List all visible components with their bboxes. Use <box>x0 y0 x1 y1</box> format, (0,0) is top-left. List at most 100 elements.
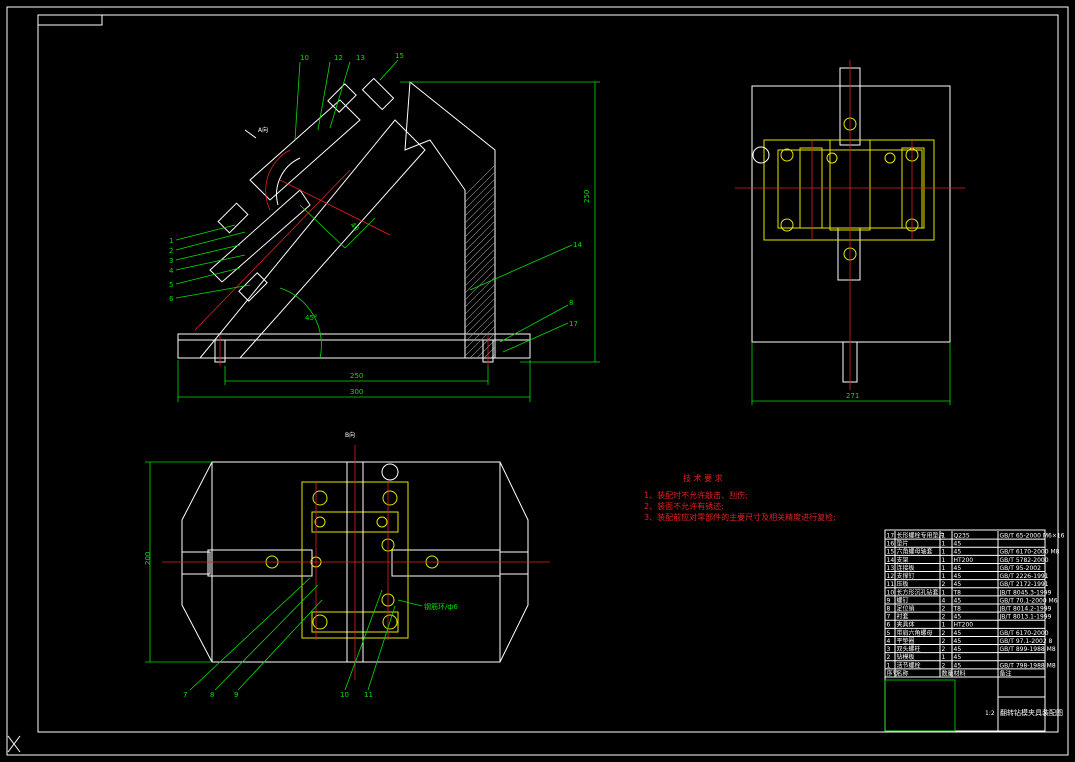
balloon-6: 6 <box>169 295 174 303</box>
bom-cell: 12 <box>887 573 895 580</box>
bom-cell: HT200 <box>954 622 974 629</box>
bom-cell: GB/T 2172-1991 <box>1000 581 1049 588</box>
bom-cell: JB/T 8014.2-1999 <box>999 606 1052 613</box>
bom-cell: 垫片 <box>897 540 909 548</box>
bom-cell: 1 <box>942 573 946 580</box>
bom-cell: 2 <box>942 630 946 637</box>
bom-cell: 备注 <box>1000 669 1012 677</box>
angle-dim: 45° <box>305 314 317 322</box>
support-bracket <box>404 81 496 359</box>
bom-cell: 1 <box>942 549 946 556</box>
bom-cell: GB/T 65-2000 M6×16 <box>1000 533 1065 540</box>
view-b-label: B向 <box>345 431 355 439</box>
bom-cell: 2 <box>942 606 946 613</box>
bom-cell: GB/T 798-1988 M8 <box>1000 662 1056 669</box>
bom-cell: 1 <box>942 622 946 629</box>
bom-cell: 17 <box>887 533 895 540</box>
bom-cell: 45 <box>954 573 962 580</box>
technical-requirements: 技 术 要 求 1、装配时不允许敲击、刮伤; 2、装面不允许有锈迹; 3、装配前… <box>644 473 836 522</box>
bom-cell: 连接板 <box>897 564 915 572</box>
bom-cell: 压板 <box>897 580 909 588</box>
front-inner-width-dim: 250 <box>350 372 363 380</box>
balloon-5: 5 <box>169 281 173 289</box>
bom-cell: 活节螺栓 <box>897 661 921 669</box>
bom-cell: 45 <box>954 654 962 661</box>
bom-cell: 15 <box>887 549 895 556</box>
front-total-width-dim: 300 <box>350 388 363 396</box>
drawing-title: 翻转钻模夹具装配图 <box>1000 708 1063 717</box>
bom-cell: 支撑钉 <box>897 572 915 580</box>
bom-cell: 夹具体 <box>897 621 915 629</box>
bom-cell: 1 <box>942 565 946 572</box>
bom-cell: 2 <box>887 654 891 661</box>
drawing-scale: 1:2 <box>985 710 995 717</box>
tech-line-3: 3、装配前应对零部件的主要尺寸及相关精度进行复检; <box>644 512 836 522</box>
side-view: 271 <box>735 60 965 405</box>
bom-cell: 11 <box>887 581 895 588</box>
bom-cell: 螺钉 <box>897 596 909 604</box>
front-view: 45° 250 300 250 40 A向 <box>169 52 600 402</box>
plan-height-dim: 200 <box>144 552 152 565</box>
bom-cell: HT200 <box>954 557 974 564</box>
bom-cell: 2 <box>942 662 946 669</box>
bom-cell: 序号 <box>887 669 899 677</box>
bom-cell: 钻模板 <box>897 653 915 661</box>
view-a-label: A向 <box>258 126 268 134</box>
plan-view: B向 200 <box>144 431 550 699</box>
tech-line-2: 2、装面不允许有锈迹; <box>644 501 724 511</box>
bom-cell: 双头螺柱 <box>897 645 921 653</box>
bom-cell: 1 <box>942 541 946 548</box>
bom-cell: 1 <box>942 654 946 661</box>
bom-cell: 名称 <box>897 669 909 677</box>
bom-cell: GB/T 2226-1991 <box>1000 573 1049 580</box>
bom-cell: 2 <box>942 638 946 645</box>
balloon-15: 15 <box>395 52 404 60</box>
balloon-2: 2 <box>169 247 173 255</box>
slot-width-dim: 40 <box>349 221 361 233</box>
bom-cell: GB/T 6170-2000 M8 <box>1000 549 1060 556</box>
bom-cell: 16 <box>887 541 895 548</box>
bom-cell: T8 <box>953 606 962 613</box>
bom-cell: 14 <box>887 557 895 564</box>
bom-cell: 45 <box>954 630 962 637</box>
bom-cell: 2 <box>942 614 946 621</box>
bom-cell: 7 <box>887 614 891 621</box>
bom-cell: 数量 <box>942 669 954 677</box>
balloon-8: 8 <box>210 691 214 699</box>
plan-note: 钢筋环/ф6 <box>424 602 458 611</box>
balloon-1: 1 <box>169 237 173 245</box>
balloon-10-plan: 10 <box>340 691 349 699</box>
balloon-3: 3 <box>169 257 173 265</box>
bom-cell: Q235 <box>954 533 970 540</box>
bom-cell: 长方形沉孔钻套 <box>897 588 939 596</box>
bom-cell: GB/T 70.1-2000 M6 <box>1000 597 1058 604</box>
balloon-14: 14 <box>573 241 582 249</box>
bom-cell: 45 <box>954 549 962 556</box>
bom-cell: 支架 <box>897 556 909 564</box>
bom-cell: T8 <box>953 589 962 596</box>
bom-cell: 材料 <box>954 669 966 677</box>
bom-cell: 8 <box>887 606 891 613</box>
bom-cell: GB/T 899-1988 M8 <box>1000 646 1056 653</box>
bom-cell: 4 <box>887 638 891 645</box>
bom-cell: GB/T 5782-2000 <box>1000 557 1049 564</box>
bom-cell: GB/T 95-2002 <box>1000 565 1042 572</box>
drawing-frame <box>37 14 1059 733</box>
balloon-11: 11 <box>364 691 373 699</box>
balloon-10: 10 <box>300 54 309 62</box>
bom-cell: 1 <box>942 533 946 540</box>
balloon-4: 4 <box>169 267 174 275</box>
side-width-dim: 271 <box>846 392 859 400</box>
bom-cell: 1 <box>887 662 891 669</box>
balloon-17: 17 <box>569 320 578 328</box>
bom-cell: 2 <box>942 581 946 588</box>
tech-title: 技 术 要 求 <box>683 473 723 483</box>
bom-cell: 2 <box>942 646 946 653</box>
bom-cell: 1 <box>942 589 946 596</box>
corner-tag-box <box>37 14 103 26</box>
bom-cell: 10 <box>887 589 895 596</box>
balloon-12: 12 <box>334 54 343 62</box>
bom-cell: JB/T 8013.1-1999 <box>999 614 1052 621</box>
